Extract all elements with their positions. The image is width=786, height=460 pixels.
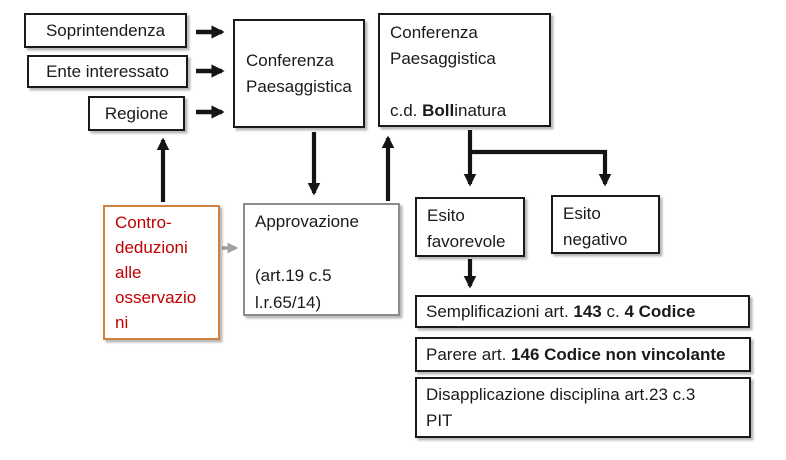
bollinatura-bold: Boll — [422, 101, 455, 120]
box-conferenza-bollinatura: Conferenza Paesaggistica c.d. Bollinatur… — [378, 13, 551, 127]
controdeduzioni-line1: Contro- — [115, 213, 172, 232]
disapplicazione-line2: PIT — [426, 411, 453, 430]
box-conferenza-paesaggistica: Conferenza Paesaggistica — [233, 19, 365, 128]
controdeduzioni-line3: alle — [115, 263, 142, 282]
esito-negativo-line1: Esito — [563, 204, 601, 223]
esito-negativo-line2: negativo — [563, 230, 628, 249]
controdeduzioni-line5: ni — [115, 313, 129, 332]
box-esito-negativo: Esito negativo — [551, 195, 660, 254]
controdeduzioni-line2: deduzioni — [115, 238, 188, 257]
box-controdeduzioni: Contro- deduzioni alle osservazio ni — [103, 205, 220, 340]
semplificazioni-text: Semplificazioni art. 143 c. 4 Codice — [426, 299, 695, 325]
semplificazioni-seg4: 4 Codice — [624, 301, 696, 321]
box-regione: Regione — [88, 96, 185, 131]
box-soprintendenza-label: Soprintendenza — [45, 20, 166, 40]
box-approvazione: Approvazione (art.19 c.5 l.r.65/14) — [243, 203, 400, 316]
parere-seg1: Parere art. — [426, 344, 512, 364]
parere-seg2: 146 Codice non vincolante — [511, 344, 726, 364]
disapplicazione-line1: Disapplicazione disciplina art.23 c.3 — [426, 385, 696, 404]
box-disapplicazione: Disapplicazione disciplina art.23 c.3 PI… — [415, 377, 751, 438]
semplificazioni-seg1: Semplificazioni art. — [426, 301, 574, 321]
approvazione-line2: (art.19 c.5 — [255, 266, 332, 285]
parere-text: Parere art. 146 Codice non vincolante — [426, 342, 726, 368]
box-bollinatura-line2: Paesaggistica — [390, 49, 496, 68]
box-bollinatura-line1: Conferenza — [390, 23, 478, 42]
box-parere: Parere art. 146 Codice non vincolante — [415, 337, 751, 372]
blank-line — [390, 72, 549, 98]
approvazione-line1: Approvazione — [255, 212, 359, 231]
box-conferenza-line2: Paesaggistica — [246, 76, 352, 96]
box-ente-interessato: Ente interessato — [27, 55, 188, 88]
box-bollinatura-line3: c.d. Bollinatura — [390, 98, 549, 124]
bollinatura-suffix: inatura — [454, 101, 507, 120]
box-esito-favorevole: Esito favorevole — [415, 197, 525, 257]
box-conferenza-line1: Conferenza — [246, 50, 334, 70]
box-semplificazioni: Semplificazioni art. 143 c. 4 Codice — [415, 295, 750, 328]
box-ente-interessato-label: Ente interessato — [46, 61, 169, 81]
approvazione-line3: l.r.65/14) — [255, 293, 322, 312]
semplificazioni-seg3: c. — [601, 301, 625, 321]
semplificazioni-seg2: 143 — [573, 301, 602, 321]
bollinatura-prefix: c.d. — [390, 101, 423, 120]
controdeduzioni-line4: osservazio — [115, 288, 197, 307]
esito-favorevole-line1: Esito — [427, 206, 465, 225]
box-soprintendenza: Soprintendenza — [24, 13, 187, 48]
esito-favorevole-line2: favorevole — [427, 232, 506, 251]
box-regione-label: Regione — [104, 103, 169, 123]
blank-line — [255, 235, 398, 262]
